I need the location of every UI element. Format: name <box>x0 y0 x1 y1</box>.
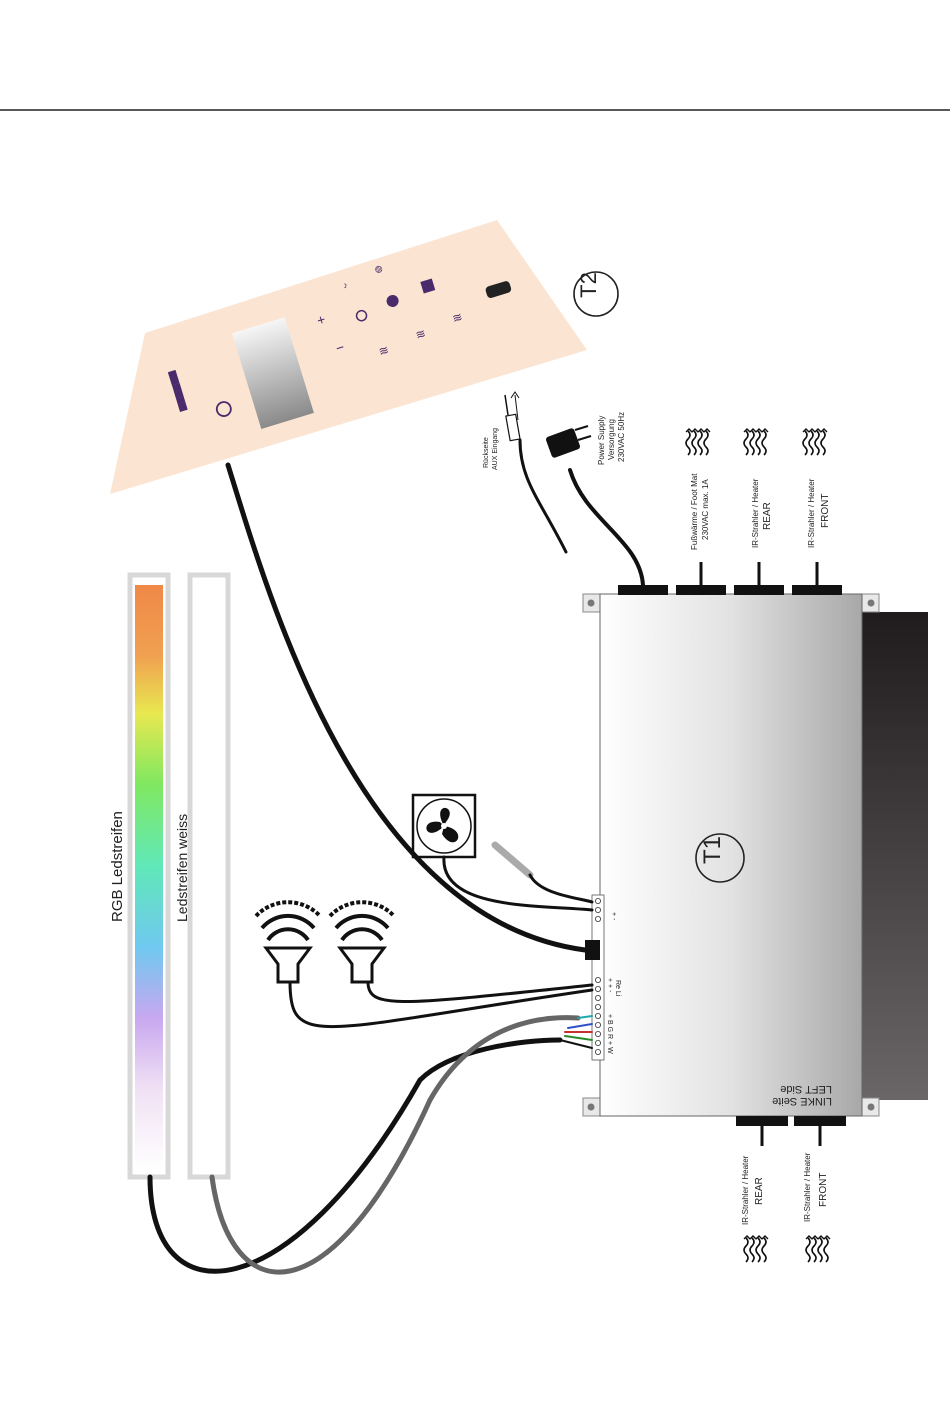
panel-grid-button[interactable] <box>420 278 436 294</box>
power-plug-icon <box>545 425 645 587</box>
t1-circle <box>695 833 745 883</box>
rgb-strip-label: RGB Ledstreifen <box>109 811 126 922</box>
terminal-speaker-label: + + - <box>606 978 613 993</box>
audio-jack-icon <box>504 391 568 554</box>
terminal-fan-label: + - <box>610 912 617 921</box>
heater-bot-front-label-2: FRONT <box>818 1173 829 1207</box>
connector-heater-front-top <box>792 585 842 595</box>
panel-surface <box>110 220 587 494</box>
box-screw-2 <box>867 599 875 607</box>
left-side-label-2: LEFT Side <box>780 1083 832 1095</box>
top-connectors <box>618 562 842 595</box>
footmat-label-2: 230VAC max. 1A <box>701 479 710 540</box>
heater-icon <box>685 428 711 456</box>
speaker-icon <box>328 900 396 984</box>
heater-icon <box>802 428 828 456</box>
box-screw-4 <box>867 1103 875 1111</box>
heater-icon <box>743 428 769 456</box>
bottom-connectors <box>736 1116 846 1146</box>
power-label-2: Versorgung <box>607 419 616 460</box>
control-panel-t2: ▆▆▆▆▆▆ − + ≋ ≋ ≋ ♪ ◍ T2 <box>110 220 619 494</box>
speaker-icon <box>254 900 322 984</box>
left-side-label-1: LINKE Seite <box>772 1095 832 1107</box>
box-screw-1 <box>587 599 595 607</box>
heater-top-front-label-2: FRONT <box>820 494 831 528</box>
aux-label-2: AUX Eingang <box>492 428 499 470</box>
t1-label: T1 <box>699 836 726 864</box>
power-label-1: Power Supply <box>597 416 606 465</box>
power-label-3: 230VAC 50Hz <box>617 412 626 462</box>
panel-heat2-button[interactable]: ≋ <box>414 326 428 342</box>
t2-label: T2 <box>576 272 601 298</box>
aux-label-1: Rückseite <box>483 437 490 468</box>
panel-heat3-button[interactable]: ≋ <box>451 310 465 326</box>
fan-icon <box>411 793 477 859</box>
panel-globe-button[interactable] <box>385 293 400 308</box>
terminal-speaker-label-2: Re Li <box>614 980 621 997</box>
heater-bot-rear-label-2: REAR <box>754 1177 765 1205</box>
footmat-label-1: Fußwärme / Foot Mat <box>690 473 699 550</box>
rgb-led-strip <box>127 572 171 1180</box>
cables <box>147 462 594 1275</box>
box-side <box>862 612 928 1100</box>
panel-power-button[interactable] <box>215 400 232 417</box>
white-led-strip <box>187 572 231 1180</box>
control-box-t1: T1 LINKE Seite LEFT Side + - + + - Re Li… <box>582 593 928 1117</box>
box-body <box>599 593 863 1117</box>
heater-top-rear-label-1: IR-Strahler / Heater <box>751 478 760 548</box>
connector-footmat <box>676 585 726 595</box>
panel-socket <box>585 940 600 960</box>
white-strip-label: Ledstreifen weiss <box>174 814 190 922</box>
connector-power <box>618 585 668 595</box>
terminal-screws <box>595 898 602 1056</box>
panel-heat1-button[interactable]: ≋ <box>377 343 391 359</box>
box-screw-3 <box>587 1103 595 1111</box>
panel-sun-button[interactable] <box>355 309 368 322</box>
panel-note-button[interactable]: ♪ <box>342 280 349 291</box>
t2-circle <box>573 271 619 317</box>
panel-display <box>232 317 314 429</box>
heater-top-front-label-1: IR-Strahler / Heater <box>807 478 816 548</box>
heater-bot-rear-label-1: IR-Strahler / Heater <box>741 1155 750 1225</box>
heater-icon <box>743 1235 769 1263</box>
panel-bulb-button[interactable]: ◍ <box>373 263 384 275</box>
connector-heater-rear-bottom <box>736 1116 788 1126</box>
heater-icon <box>805 1235 831 1263</box>
panel-slot <box>485 281 512 298</box>
connector-heater-rear-top <box>734 585 784 595</box>
heater-bot-front-label-1: IR-Strahler / Heater <box>803 1152 812 1222</box>
temp-sensor <box>491 841 534 879</box>
terminal-rgb-label: + B G R + W <box>606 1014 613 1054</box>
connector-heater-front-bottom <box>794 1116 846 1126</box>
heater-top-rear-label-2: REAR <box>762 502 773 530</box>
